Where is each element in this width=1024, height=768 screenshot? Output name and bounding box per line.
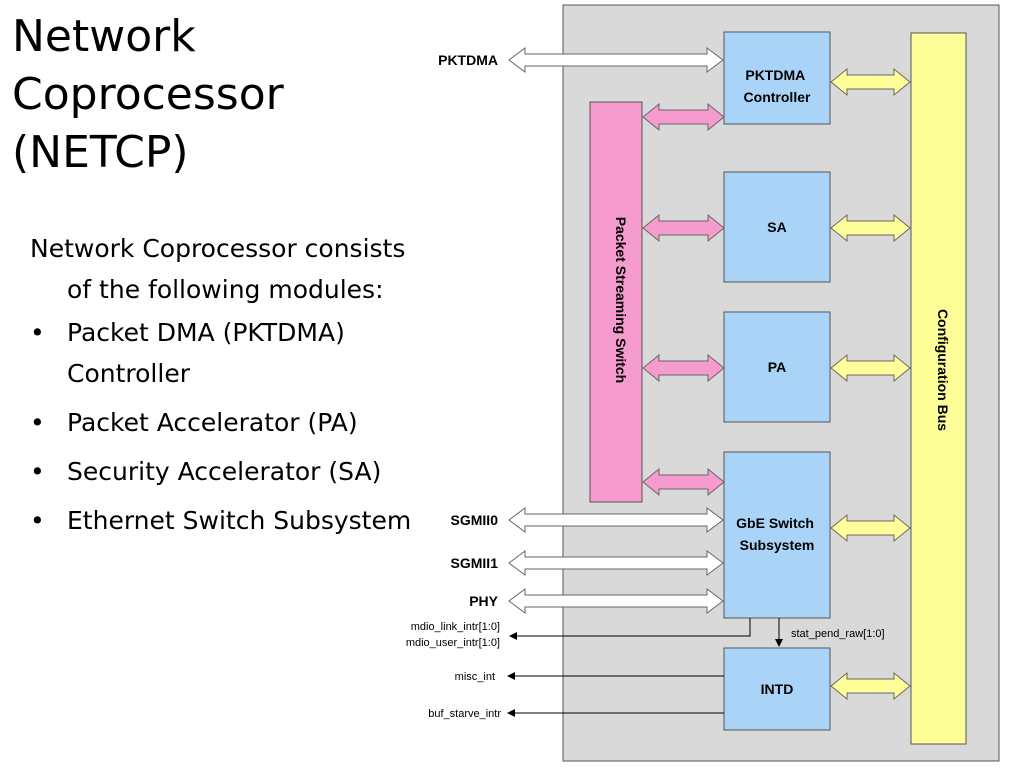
mdio-link-intr-label: mdio_link_intr[1:0] [411, 621, 500, 633]
yellow-double-arrow [830, 513, 911, 543]
list-item-text: Packet Accelerator (PA) [67, 408, 358, 437]
list-item-text: Packet DMA (PKTDMA) Controller [67, 318, 345, 388]
netcp-block-diagram: Configuration Bus Packet Streaming Switc… [406, 4, 1000, 762]
pktdma-interface-arrow [508, 47, 724, 73]
title-line: (NETCP) [12, 127, 189, 178]
bullet-icon: • [30, 318, 45, 347]
bullet-icon: • [30, 506, 45, 535]
mdio-intr-line [509, 618, 751, 640]
module-list: • Packet DMA (PKTDMA) Controller • Packet … [30, 312, 420, 541]
pink-double-arrow [642, 467, 725, 497]
intd-label: INTD [761, 681, 794, 697]
sgmii1-label: SGMII1 [451, 555, 499, 571]
packet-streaming-switch-label: Packet Streaming Switch [613, 217, 629, 384]
list-item: • Packet DMA (PKTDMA) Controller [30, 312, 420, 394]
slide-title: Network Coprocessor (NETCP) [12, 8, 412, 182]
sgmii0-interface-arrow [508, 507, 724, 533]
gbe-switch-label: GbE Switch Subsystem [736, 515, 818, 553]
sa-box [723, 171, 831, 283]
pa-box [723, 311, 831, 423]
title-line: Coprocessor [12, 69, 284, 120]
pink-double-arrow [642, 102, 725, 132]
pa-label: PA [768, 359, 786, 375]
intro-text: Network Coprocessor consists of the foll… [30, 234, 406, 304]
misc-int-label: misc_int [455, 671, 495, 683]
mdio-user-intr-label: mdio_user_intr[1:0] [406, 637, 500, 649]
list-item: • Security Accelerator (SA) [30, 451, 420, 492]
pktdma-controller-box [723, 31, 831, 125]
body-text: Network Coprocessor consists of the foll… [30, 228, 420, 549]
pink-double-arrow [642, 353, 725, 383]
sgmii0-label: SGMII0 [451, 512, 499, 528]
yellow-double-arrow [830, 671, 911, 701]
pktdma-label: PKTDMA [438, 52, 498, 68]
bullet-icon: • [30, 457, 45, 486]
yellow-double-arrow [830, 213, 911, 243]
yellow-double-arrow [830, 67, 911, 97]
title-line: Network [12, 11, 196, 62]
phy-label: PHY [469, 593, 498, 609]
gbe-switch-box [723, 451, 831, 619]
yellow-double-arrow [830, 353, 911, 383]
list-item: • Ethernet Switch Subsystem [30, 500, 420, 541]
configuration-bus [910, 32, 967, 745]
stat-pend-raw-label: stat_pend_raw[1:0] [791, 628, 885, 640]
configuration-bus-label: Configuration Bus [935, 309, 951, 431]
sgmii1-interface-arrow [508, 550, 724, 576]
bullet-icon: • [30, 408, 45, 437]
list-item-text: Ethernet Switch Subsystem [67, 506, 412, 535]
intd-box [723, 647, 831, 731]
buf-starve-intr-label: buf_starve_intr [428, 708, 501, 720]
packet-streaming-switch [589, 101, 643, 503]
list-item: • Packet Accelerator (PA) [30, 402, 420, 443]
phy-interface-arrow [508, 588, 724, 614]
pink-double-arrow [642, 213, 725, 243]
pktdma-controller-label: PKTDMA Controller [744, 67, 811, 105]
list-item-text: Security Accelerator (SA) [67, 457, 382, 486]
sa-label: SA [767, 219, 786, 235]
